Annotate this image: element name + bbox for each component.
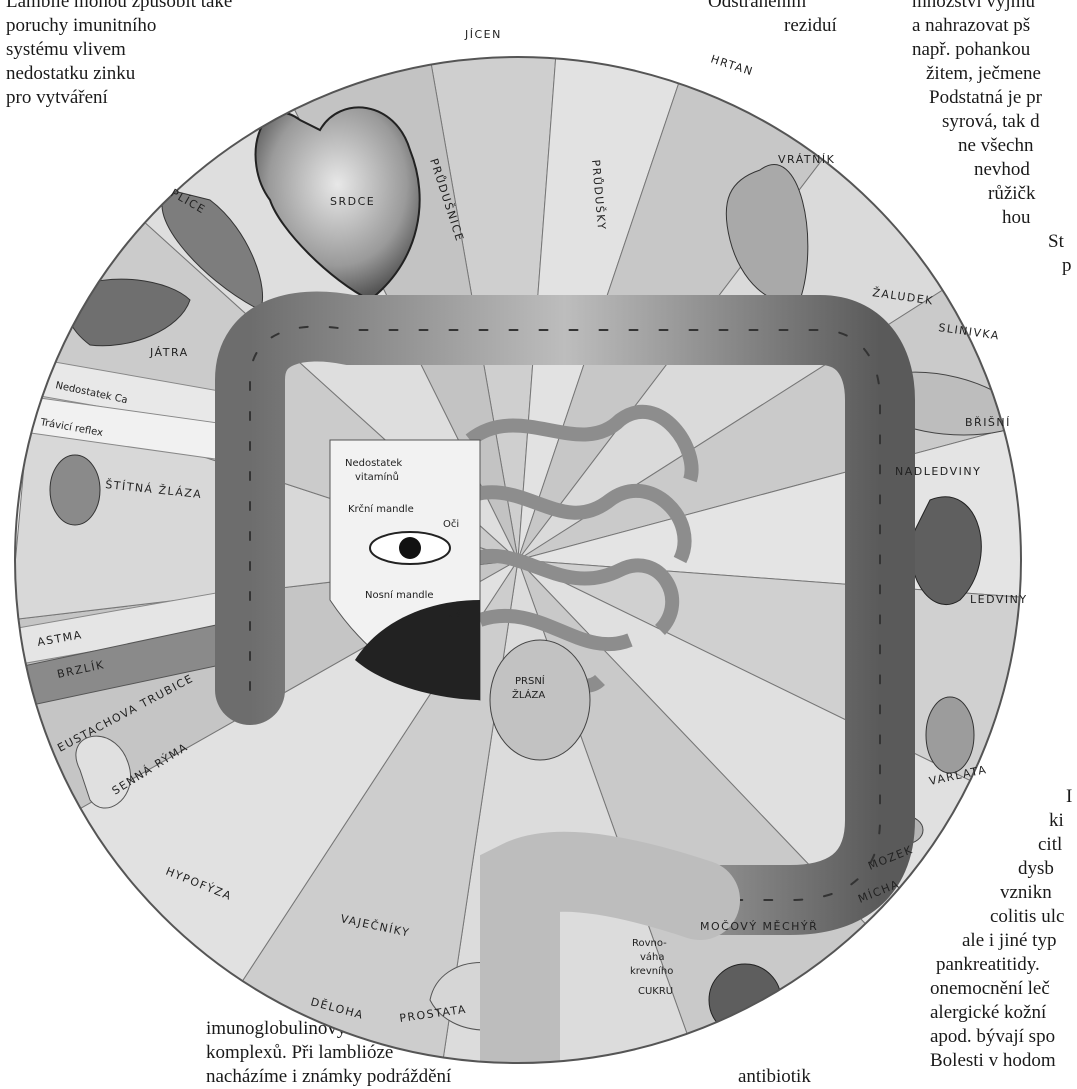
label-rovnovaha-4: CUKRU bbox=[638, 986, 673, 997]
label-nadledviny: NADLEDVINY bbox=[895, 465, 981, 478]
label-rovnovaha-1: Rovno- bbox=[632, 938, 667, 949]
label-prsni-2: ŽLÁZA bbox=[512, 688, 545, 701]
label-mocovy-mechyr: MOČOVÝ MĚCHÝŘ bbox=[700, 920, 818, 933]
label-brisni: BŘIŠNÍ bbox=[965, 416, 1011, 429]
bladder-illustration bbox=[709, 964, 781, 1036]
label-rovnovaha-3: krevního bbox=[630, 965, 673, 977]
label-nosni-mandle: Nosní mandle bbox=[365, 589, 434, 601]
label-rovnovaha-2: váha bbox=[640, 951, 665, 963]
label-ledviny: LEDVINY bbox=[970, 593, 1028, 606]
label-oci: Oči bbox=[443, 518, 459, 530]
label-prsni-1: PRSNÍ bbox=[515, 674, 545, 687]
label-krcni-mandle: Krční mandle bbox=[348, 503, 414, 515]
label-usi: Uši bbox=[448, 608, 463, 620]
label-nedostatek-vitaminu-1: Nedostatek bbox=[345, 458, 402, 469]
label-nedostatek-vitaminu-2: vitamínů bbox=[355, 471, 399, 483]
label-hrtan: HRTAN bbox=[709, 52, 755, 78]
label-jatra: JÁTRA bbox=[149, 346, 189, 359]
label-vratnik: VRÁTNÍK bbox=[778, 153, 835, 166]
testis-illustration bbox=[926, 697, 974, 773]
thyroid-illustration bbox=[50, 455, 100, 525]
label-jicen: JÍCEN bbox=[464, 28, 502, 41]
label-srdce: SRDCE bbox=[330, 195, 375, 208]
